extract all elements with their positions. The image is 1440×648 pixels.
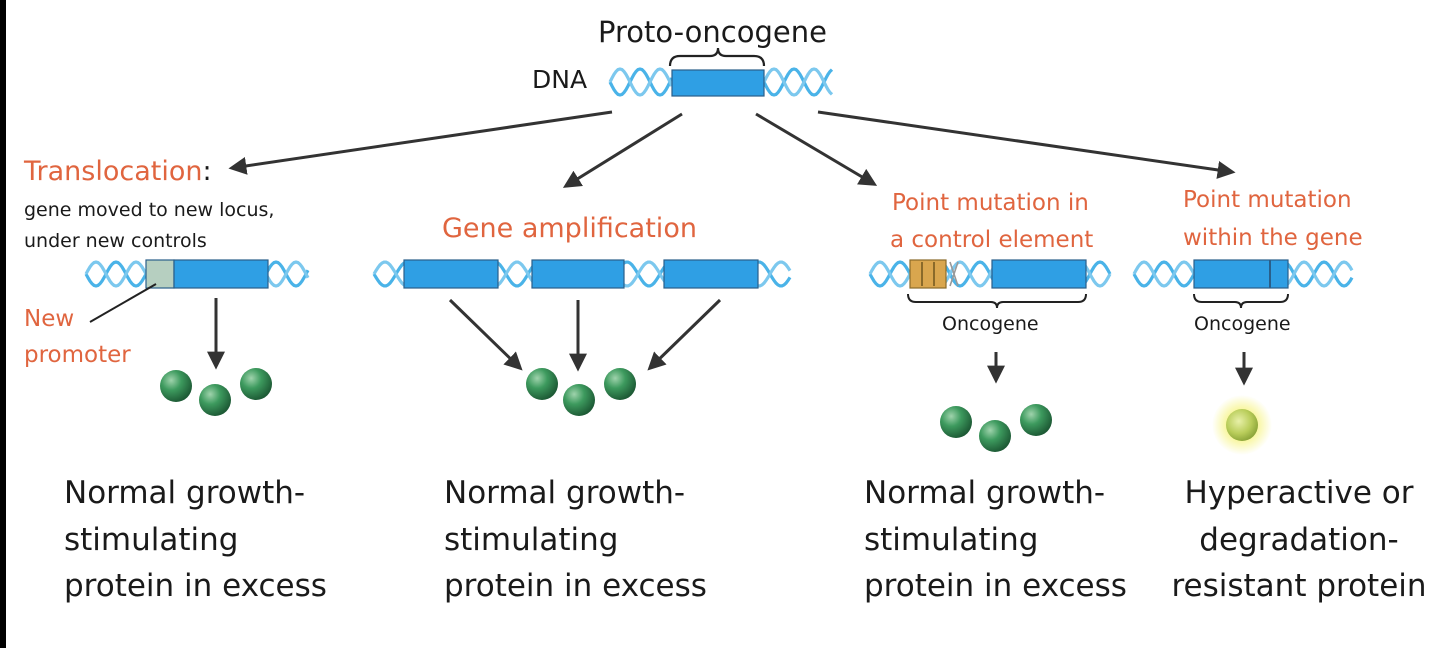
gene-amplification-title: Gene amplification	[442, 213, 697, 244]
hyperactive-protein-ball	[1226, 409, 1258, 441]
promoter-pointer-line	[89, 283, 157, 323]
translocation-colon: :	[202, 156, 212, 187]
amplification-outcome-line1: Normal growth-	[444, 475, 686, 511]
control-mutation-title-line2: a control element	[890, 227, 1094, 253]
protein-ball	[940, 406, 972, 438]
proto-oncogene-brace	[668, 47, 766, 67]
control-oncogene-gene	[991, 259, 1087, 289]
mutated-oncogene-gene	[1193, 259, 1289, 289]
new-promoter-block	[145, 259, 175, 289]
gene-outcome-line3: resistant protein	[1171, 568, 1427, 604]
gene-oncogene-label: Oncogene	[1194, 313, 1291, 335]
new-promoter-label-line1: New	[24, 306, 75, 332]
gene-mutation-title-line1: Point mutation	[1183, 187, 1352, 213]
arrow-to-translocation	[228, 110, 613, 175]
amplification-outcome-line2: stimulating	[444, 521, 619, 558]
translocation-title: Translocation:	[24, 156, 212, 187]
translocation-desc-line1: gene moved to new locus,	[24, 199, 275, 221]
control-mutation-title-line1: Point mutation in	[892, 190, 1089, 216]
oncogene-diagram	[84, 47, 1354, 455]
protein-ball	[160, 370, 192, 402]
arrow-to-amplification	[562, 112, 683, 188]
arrow-amplification-left	[448, 298, 523, 371]
proto-oncogene-gene	[671, 69, 765, 97]
protein-ball	[240, 368, 272, 400]
dna-strand	[608, 67, 674, 97]
dna-strand	[762, 67, 834, 97]
control-outcome-line3: protein in excess	[864, 568, 1127, 604]
amplified-gene-2	[531, 259, 625, 289]
translocation-desc-line2: under new controls	[24, 230, 207, 252]
proto-oncogene-label: Proto-oncogene	[598, 15, 827, 49]
translocation-title-text: Translocation	[24, 156, 203, 187]
dna-label: DNA	[532, 65, 588, 94]
translocation-outcome-line2: stimulating	[64, 521, 239, 558]
amplification-outcome-line3: protein in excess	[444, 568, 707, 604]
protein-ball	[526, 368, 558, 400]
translocated-gene	[173, 259, 269, 289]
arrow-amplification-right	[647, 298, 722, 371]
new-promoter-label-line2: promoter	[24, 342, 131, 368]
control-element-block	[909, 259, 947, 289]
gene-oncogene-brace	[1193, 293, 1289, 309]
protein-ball	[1020, 404, 1052, 436]
dna-helix-top-right	[762, 67, 834, 97]
control-outcome-line2: stimulating	[864, 521, 1039, 558]
control-oncogene-label: Oncogene	[942, 313, 1039, 335]
mutation-mark	[949, 261, 959, 287]
control-outcome-line1: Normal growth-	[864, 475, 1106, 511]
dna-strand	[608, 67, 674, 97]
protein-ball	[604, 368, 636, 400]
control-oncogene-brace	[907, 293, 1087, 309]
gene-outcome-line1: Hyperactive or	[1184, 475, 1414, 511]
amplification-outcome: Normal growth- stimulating protein in ex…	[444, 470, 707, 610]
control-mutation-outcome: Normal growth- stimulating protein in ex…	[864, 470, 1127, 610]
arrow-to-gene-mutation	[817, 110, 1236, 179]
amplified-gene-1	[403, 259, 499, 289]
arrow-to-control-mutation	[755, 112, 878, 186]
translocation-outcome-line1: Normal growth-	[64, 475, 306, 511]
gene-mutation-title-line2: within the gene	[1183, 225, 1363, 251]
gene-outcome-line2: degradation-	[1199, 521, 1399, 558]
gene-mutation-outcome: Hyperactive or degradation- resistant pr…	[1164, 470, 1434, 610]
translocation-outcome: Normal growth- stimulating protein in ex…	[64, 470, 327, 610]
dna-strand	[762, 67, 834, 97]
protein-ball	[979, 420, 1011, 452]
protein-ball	[563, 384, 595, 416]
protein-ball	[199, 384, 231, 416]
dna-helix-top-left	[608, 67, 674, 97]
translocation-outcome-line3: protein in excess	[64, 568, 327, 604]
amplified-gene-3	[663, 259, 759, 289]
